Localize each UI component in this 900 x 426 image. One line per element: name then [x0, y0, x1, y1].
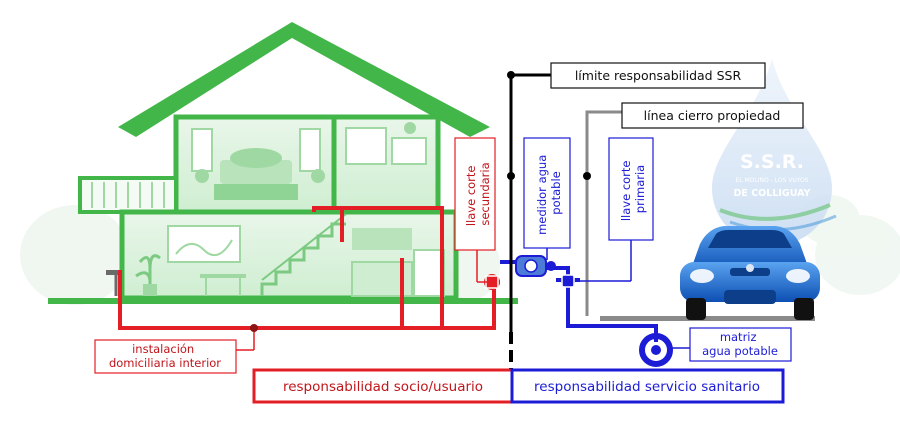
svg-text:instalación domiciliaria: instalación domiciliaria interior	[109, 342, 221, 370]
street-line	[600, 316, 815, 321]
svg-text:llave corte primaria: llave corte primaria	[619, 157, 647, 221]
primary-valve-label-line1: llave corte	[619, 161, 633, 222]
primary-valve	[561, 274, 575, 288]
house	[78, 22, 490, 301]
main-pipe-label: matriz agua potable	[689, 327, 792, 362]
meter-label-line1: medidor agua	[535, 155, 549, 235]
service-responsibility-text: responsabilidad servicio sanitario	[534, 379, 760, 395]
secondary-valve-label-line2: secundaria	[478, 162, 492, 225]
logo-line2: DE COLLIGUAY	[734, 188, 811, 199]
interior-installation-label: instalación domiciliaria interior	[94, 339, 237, 374]
primary-valve-label: llave corte primaria	[608, 137, 654, 241]
water-drop-icon	[712, 58, 832, 246]
interior-installation-label-line2: domiciliaria interior	[109, 356, 221, 370]
responsibility-limit-line	[507, 71, 551, 395]
car-icon	[680, 226, 820, 320]
meter-label-line2: potable	[549, 171, 563, 214]
main-pipe-label-line1: matriz	[720, 330, 757, 344]
leader-lines	[236, 172, 690, 351]
logo-title: S.S.R.	[740, 151, 804, 173]
svg-text:matriz agua potable: matriz agua potable	[702, 330, 778, 358]
limit-label-text: límite responsabilidad SSR	[575, 68, 742, 83]
logo-line1: EL MOLINO - LOS VUYOS	[735, 177, 808, 184]
property-line-label-text: línea cierro propiedad	[644, 108, 781, 123]
ssr-logo: S.S.R. EL MOLINO - LOS VUYOS DE COLLIGUA…	[712, 58, 837, 246]
svg-text:medidor agua potable: medidor agua potable	[535, 151, 563, 235]
secondary-valve-label: llave corte secundaria	[454, 137, 496, 251]
main-pipe-label-line2: agua potable	[702, 344, 778, 358]
service-responsibility-box: responsabilidad servicio sanitario	[510, 368, 785, 404]
primary-valve-label-line2: primaria	[633, 165, 647, 213]
main-water-pipe	[639, 333, 673, 367]
user-responsibility-box: responsabilidad socio/usuario	[252, 368, 514, 404]
ground-line	[48, 298, 518, 304]
interior-installation-label-line1: instalación	[132, 342, 194, 356]
gray-lines	[585, 110, 622, 316]
secondary-valve-label-line1: llave corte	[464, 166, 478, 227]
property-line-label: línea cierro propiedad	[621, 102, 804, 129]
water-meter	[515, 255, 556, 277]
svg-text:llave corte secundaria: llave corte secundaria	[464, 162, 492, 226]
user-responsibility-text: responsabilidad socio/usuario	[283, 379, 483, 395]
meter-label: medidor agua potable	[523, 137, 571, 249]
limit-label: límite responsabilidad SSR	[550, 62, 766, 89]
